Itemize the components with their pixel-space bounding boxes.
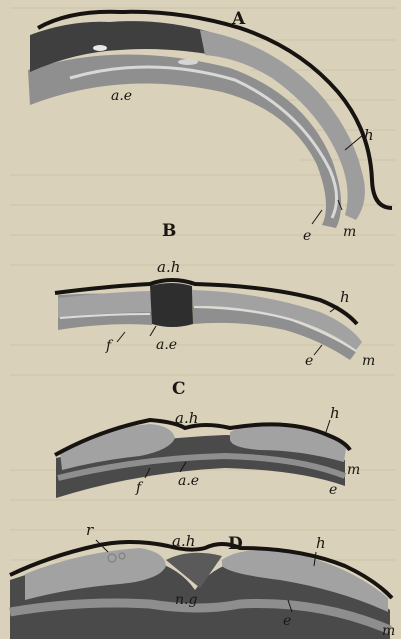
- panel-b-label-h: h: [340, 288, 350, 306]
- panel-a-label-h: h: [364, 126, 374, 144]
- panel-b: B a.h h f a.e e m: [55, 221, 375, 369]
- panel-c-label-h: h: [330, 404, 340, 422]
- panel-d-label-h: h: [316, 534, 326, 552]
- panel-c-label-m: m: [347, 462, 360, 478]
- panel-a: A a.e h e m: [28, 9, 392, 244]
- panel-b-leader: [117, 332, 125, 342]
- panel-a-letter: A: [231, 9, 246, 29]
- panel-c-label-f: f: [135, 480, 144, 496]
- panel-a-label-ae: a.e: [111, 88, 132, 104]
- panel-b-center: [150, 283, 193, 327]
- panel-d-label-ng: n.g: [175, 592, 197, 608]
- panel-a-highlight: [178, 59, 198, 65]
- panel-b-label-ah: a.h: [157, 258, 180, 276]
- panel-c-letter: C: [172, 379, 186, 399]
- panel-a-highlight: [93, 45, 107, 51]
- panel-a-label-e: e: [303, 228, 311, 244]
- panel-d-letter: D: [228, 534, 243, 554]
- panel-d-label-m: m: [382, 623, 395, 639]
- panel-b-label-m: m: [362, 353, 375, 369]
- panel-b-label-ae: a.e: [156, 337, 177, 353]
- panel-c-label-e: e: [329, 482, 337, 498]
- panel-b-label-e: e: [305, 353, 313, 369]
- panel-b-leader: [150, 326, 156, 336]
- panel-d-label-r: r: [86, 521, 94, 539]
- panel-c: C a.h h m a.e f e: [55, 379, 360, 498]
- panel-a-leader-e: [312, 210, 322, 224]
- panel-b-leader: [314, 345, 322, 355]
- panel-c-label-ah: a.h: [175, 409, 198, 427]
- panel-a-label-m: m: [343, 224, 356, 240]
- panel-d-label-e: e: [283, 613, 291, 629]
- panel-b-letter: B: [162, 221, 176, 241]
- panel-d: r a.h D h n.g e m: [10, 521, 395, 639]
- panel-c-label-ae: a.e: [178, 473, 199, 489]
- panel-d-label-ah: a.h: [172, 532, 195, 550]
